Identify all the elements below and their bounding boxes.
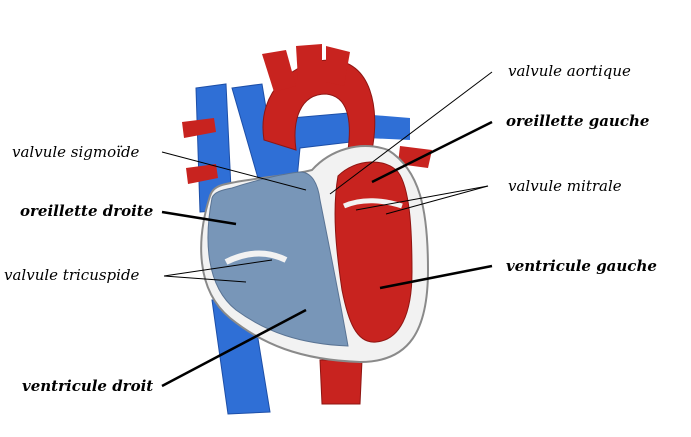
aorta-branch-2 [296,44,322,80]
leader-valvule-aortique [329,71,493,195]
descending-aorta [319,359,363,405]
mitral-wall [342,198,403,209]
aorta-branch-3 [326,46,350,86]
label-valvule-mitrale: valvule mitrale [508,177,622,195]
leader-valvule-tricuspide-1 [163,259,273,277]
pulmonary-vein-right [398,146,432,168]
aorta-branch-1 [262,50,296,92]
leader-valvule-sigmoide [161,151,307,191]
label-ventricule-gauche: ventricule gauche [506,257,657,275]
pulmonary-vein-left-2 [186,164,218,184]
leader-ventricule-gauche [379,264,493,290]
label-oreillette-gauche: oreillette gauche [506,112,650,130]
left-chambers [334,161,413,343]
label-valvule-sigmoide: valvule sigmoïde [12,143,140,161]
leader-valvule-tricuspide-2 [163,275,247,283]
leader-oreillette-droite [161,210,237,226]
label-valvule-aortique: valvule aortique [508,62,631,80]
leader-ventricule-droit [161,308,307,388]
pulmonary-vein-left-1 [182,118,216,138]
leader-valvule-mitrale-1 [355,185,489,211]
label-oreillette-droite: oreillette droite [20,202,154,220]
label-ventricule-droit: ventricule droit [22,377,154,395]
tricuspid-wall [224,250,288,265]
leader-valvule-mitrale-2 [385,185,489,215]
label-valvule-tricuspide: valvule tricuspide [4,266,140,284]
leader-oreillette-gauche [371,120,493,184]
